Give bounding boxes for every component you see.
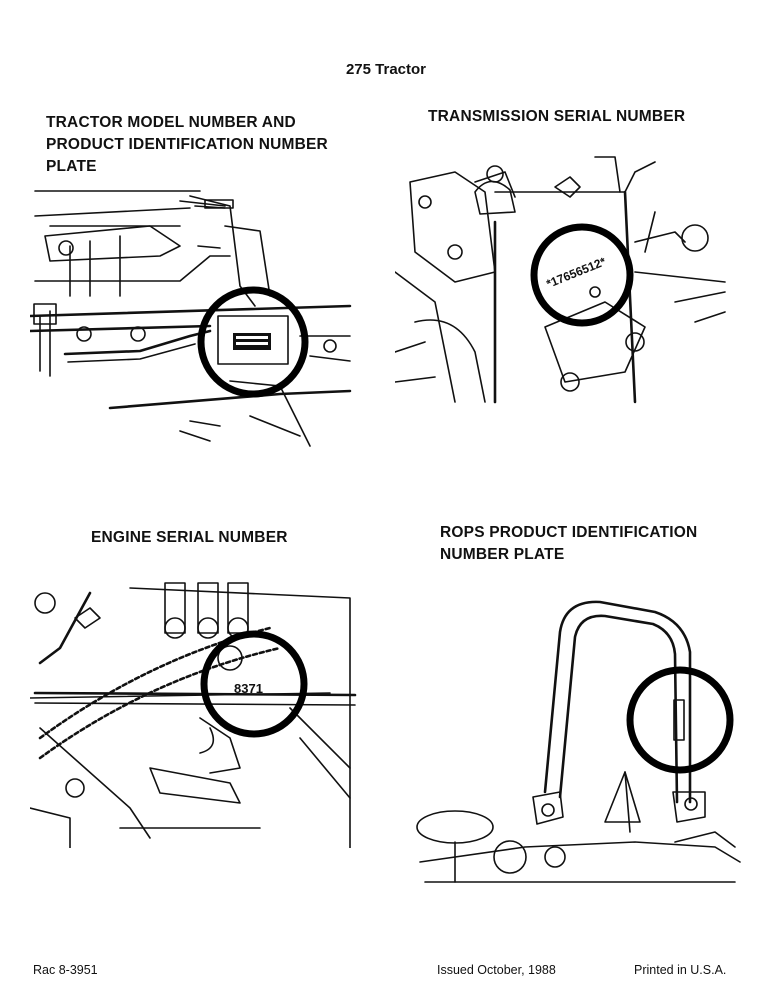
transmission-serial-heading: TRANSMISSION SERIAL NUMBER (428, 108, 686, 125)
engine-serial-heading: ENGINE SERIAL NUMBER (91, 529, 288, 546)
transmission-serial-text: *17656512* (544, 254, 608, 291)
reference-number: Rac 8-3951 (33, 963, 98, 977)
tractor-plate-heading: TRACTOR MODEL NUMBER AND PRODUCT IDENTIF… (46, 114, 328, 175)
rops-illustration (415, 592, 745, 892)
tractor-plate-illustration (30, 186, 355, 456)
page-title: 275 Tractor (345, 61, 427, 78)
printed-in: Printed in U.S.A. (634, 963, 727, 977)
engine-illustration: 8371 (30, 578, 360, 848)
issued-date: Issued October, 1988 (437, 963, 556, 977)
engine-serial-text: 8371 (234, 681, 263, 696)
transmission-illustration: *17656512* (395, 152, 735, 412)
rops-plate-heading: ROPS PRODUCT IDENTIFICATION NUMBER PLATE (440, 524, 698, 563)
